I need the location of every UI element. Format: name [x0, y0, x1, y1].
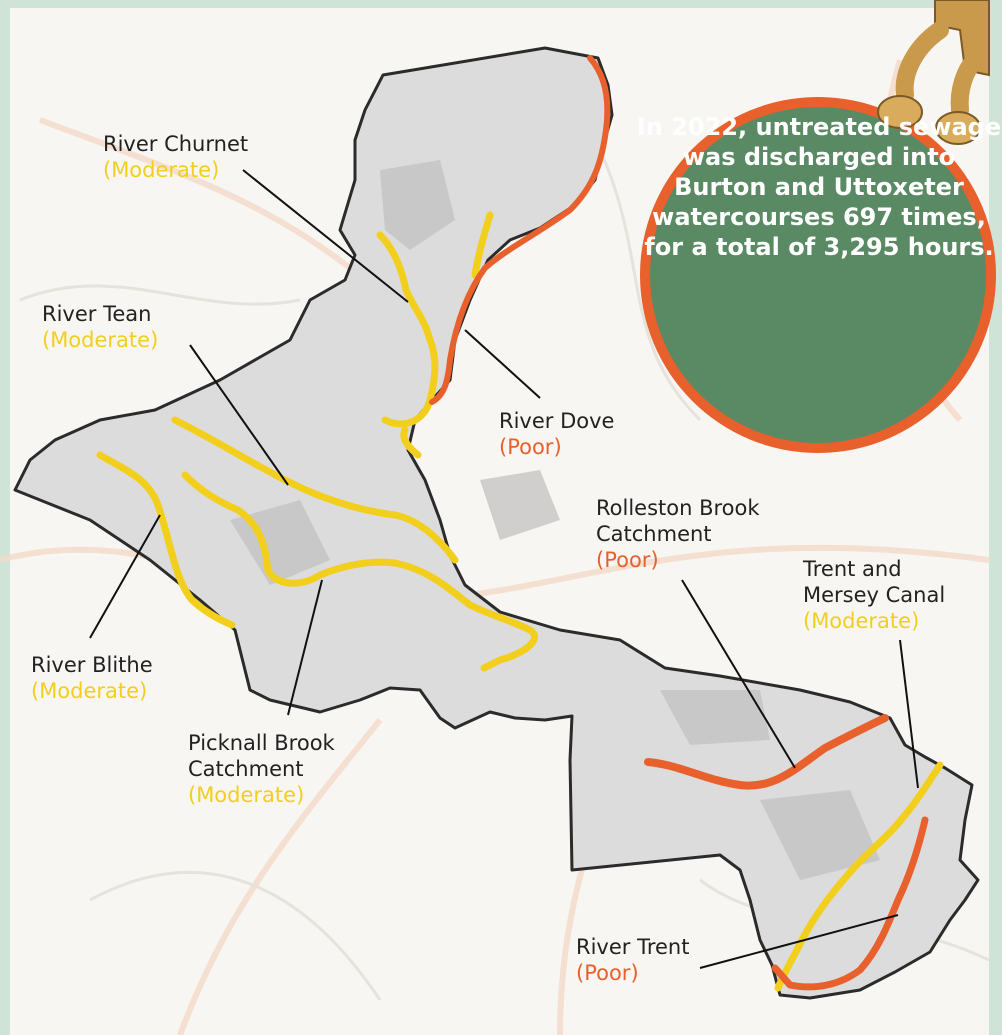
label-trent-mersey-canal: Trent and Mersey Canal (Moderate)	[803, 556, 983, 634]
label-river-churnet: River Churnet (Moderate)	[103, 131, 248, 183]
label-picknall-brook: Picknall Brook Catchment (Moderate)	[188, 730, 363, 808]
river-status: (Poor)	[596, 548, 659, 572]
river-churnet-branch-line	[471, 211, 494, 279]
label-rolleston-brook: Rolleston Brook Catchment (Poor)	[596, 495, 796, 573]
river-status: (Moderate)	[31, 679, 148, 703]
river-status: (Moderate)	[803, 609, 920, 633]
leader-lines	[89, 169, 919, 969]
river-name: Picknall Brook Catchment	[188, 731, 335, 781]
trent-mersey-canal-line	[774, 761, 944, 992]
river-name: River Trent	[576, 935, 690, 959]
stat-callout-text: In 2022, untreated sewage was discharged…	[636, 113, 1002, 261]
rolleston-brook-line	[644, 714, 889, 790]
leader-picknall	[287, 579, 323, 716]
river-name: Rolleston Brook Catchment	[596, 496, 760, 546]
river-status: (Moderate)	[188, 783, 305, 807]
river-trent-line	[771, 816, 929, 991]
river-name: Trent and Mersey Canal	[803, 557, 946, 607]
leader-tean	[189, 344, 289, 486]
terrain-patches	[230, 160, 880, 880]
tap-pipe-icon	[877, 0, 990, 145]
leader-churnet	[242, 169, 409, 303]
river-status: (Poor)	[576, 961, 639, 985]
leader-trent-mersey	[899, 639, 919, 789]
river-name: River Churnet	[103, 132, 249, 156]
river-status: (Moderate)	[42, 328, 159, 352]
river-name: River Blithe	[31, 653, 153, 677]
leader-blithe	[89, 514, 161, 639]
river-status: (Poor)	[499, 435, 562, 459]
river-tean-line	[171, 416, 459, 564]
river-dove-line	[429, 55, 611, 405]
label-river-tean: River Tean (Moderate)	[42, 301, 158, 353]
label-river-dove: River Dove (Poor)	[499, 408, 614, 460]
picknall-brook-line	[181, 471, 538, 672]
background-minor-roads	[19, 149, 990, 1001]
label-river-trent: River Trent (Poor)	[576, 934, 689, 986]
river-name: River Dove	[499, 409, 615, 433]
river-churnet-line	[376, 231, 439, 459]
label-river-blithe: River Blithe (Moderate)	[31, 652, 153, 704]
leader-rolleston	[681, 579, 796, 769]
leader-trent	[699, 914, 899, 969]
river-status: (Moderate)	[103, 158, 220, 182]
leader-dove	[464, 329, 541, 399]
river-blithe-line	[96, 451, 236, 629]
stat-callout-circle	[640, 97, 996, 453]
river-name: River Tean	[42, 302, 152, 326]
